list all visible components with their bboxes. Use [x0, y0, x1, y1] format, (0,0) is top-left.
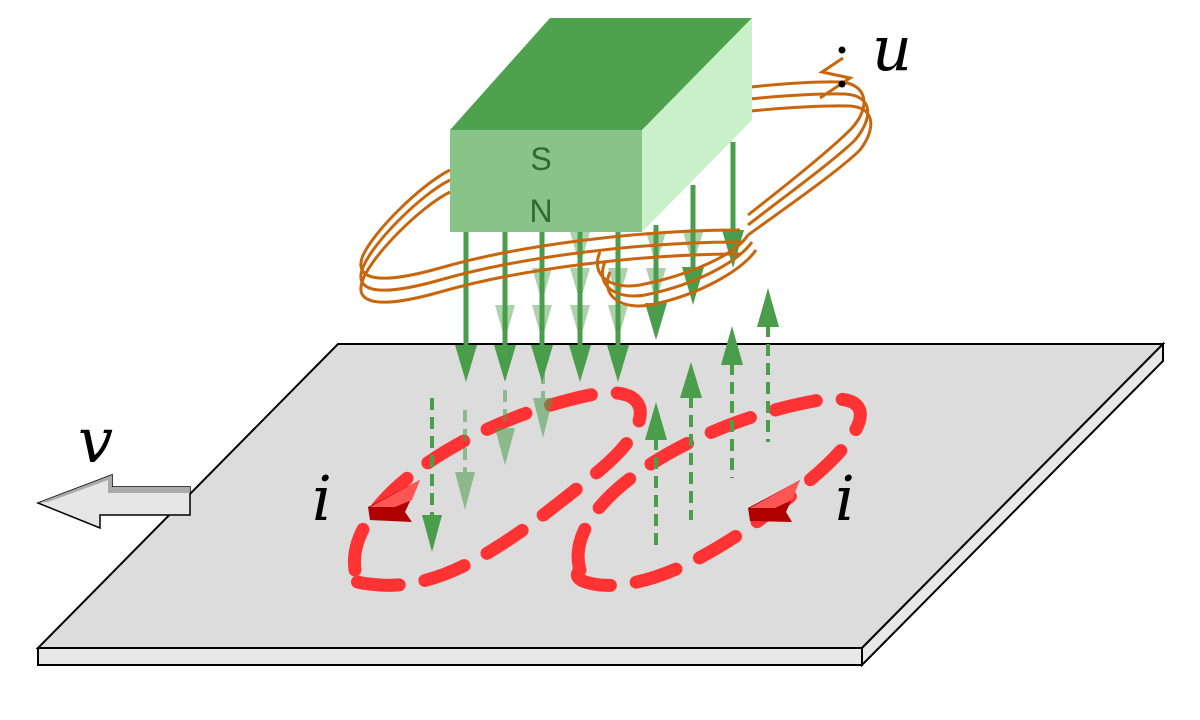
plate-side-edge: [861, 341, 1164, 668]
current-label-left: i: [312, 462, 332, 535]
magnet-top-face: [450, 18, 752, 130]
eddy-current-arrows: [368, 480, 800, 522]
flux-arrow-up-icon: [757, 288, 779, 442]
magnet-front-face: [450, 130, 642, 232]
flux-arrow-down-icon: [531, 232, 553, 382]
bar-magnet-icon: S N: [450, 18, 752, 232]
current-label-right: i: [835, 462, 855, 535]
flux-arrow-down-icon: [607, 232, 629, 382]
terminal-lower: [838, 80, 846, 88]
flux-arrow-down-icon: [645, 225, 667, 340]
voltage-label: u: [872, 12, 912, 85]
conducting-plate: [35, 341, 1166, 668]
terminal-upper: [838, 46, 846, 54]
flux-arrow-down-icon: [682, 185, 704, 305]
magnet-pole-n: N: [529, 193, 552, 229]
magnet-side-face: [642, 18, 752, 232]
magnet-pole-s: S: [530, 141, 551, 177]
flux-arrow-down-icon: [422, 398, 442, 552]
plate-top-face: [35, 343, 1166, 649]
plate-front-edge: [37, 647, 863, 666]
velocity-label: v: [78, 404, 113, 477]
magnet-flux-arrows: [455, 142, 744, 382]
flux-arrow-down-icon: [455, 232, 477, 382]
pickup-coil-front: [359, 56, 854, 308]
flux-arrow-up-icon: [721, 326, 743, 478]
coil-terminals: [838, 46, 846, 88]
flux-arrow-down-icon: [455, 410, 475, 510]
induced-flux-arrows: [422, 288, 779, 552]
velocity-arrow-icon: [35, 473, 191, 530]
flux-arrow-up-icon: [645, 402, 667, 552]
eddy-loop-right: [571, 392, 867, 592]
eddy-arrow-right: [748, 480, 800, 522]
flux-arrow-down-icon: [495, 390, 515, 465]
flux-arrow-up-icon: [680, 362, 702, 520]
eddy-arrow-left: [368, 480, 420, 522]
